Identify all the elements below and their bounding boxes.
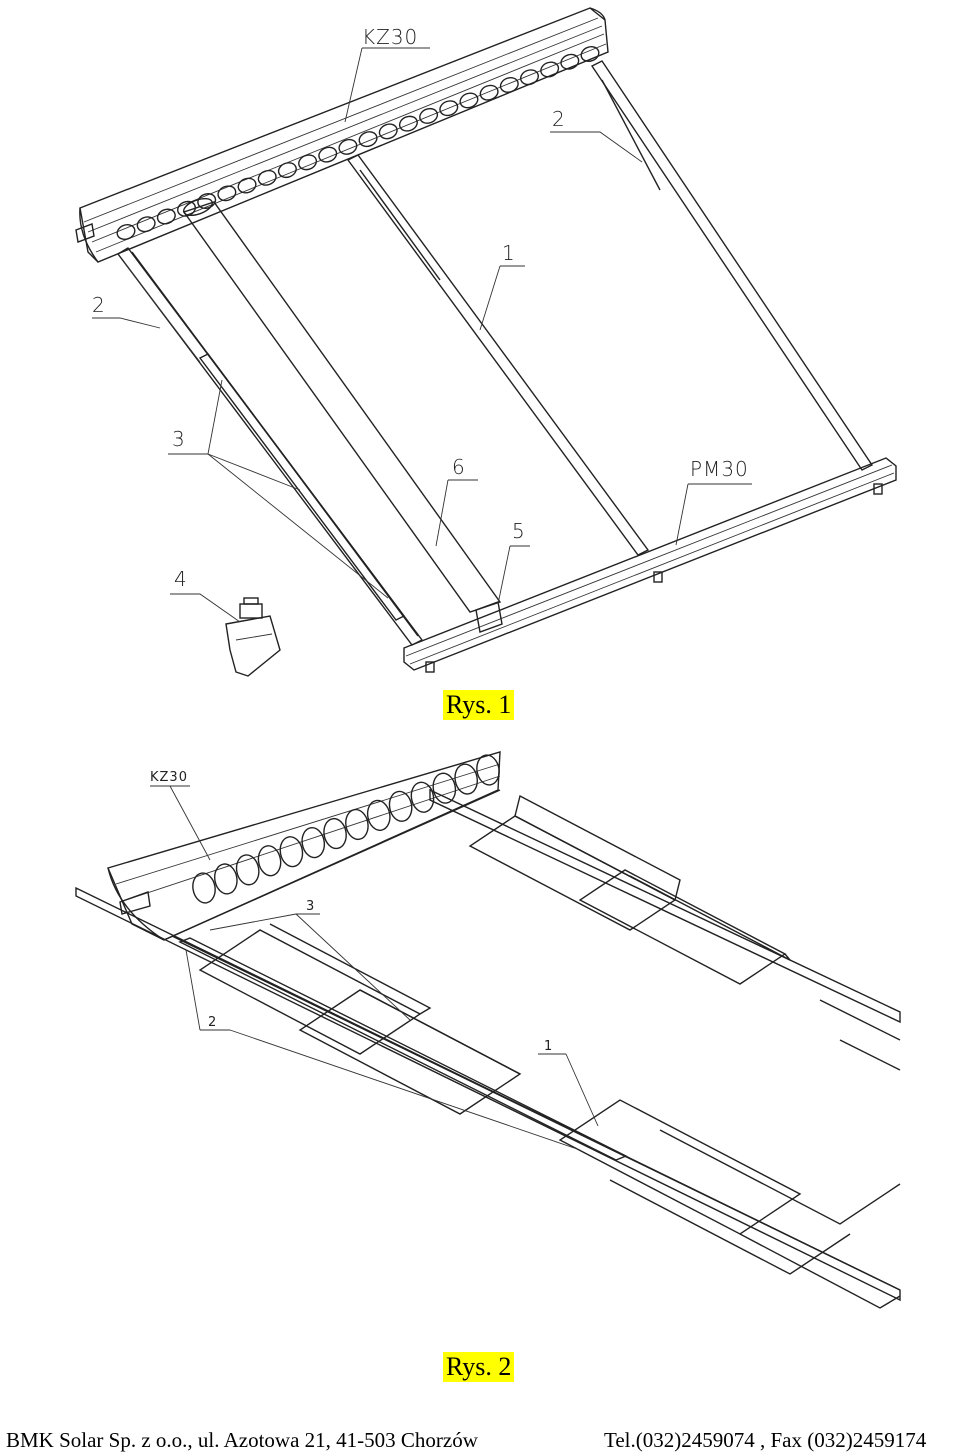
tube-socket	[580, 46, 600, 62]
tube-socket	[197, 193, 217, 210]
tube-socket	[116, 224, 136, 240]
tube-socket	[398, 115, 418, 132]
tube-socket	[454, 763, 478, 795]
label-5: 5	[512, 519, 526, 543]
label-1-fig2: 1	[544, 1039, 553, 1054]
vacuum-tube	[182, 197, 502, 613]
figure-1-drawing: KZ30 2 1 2 3 6 PM30 5 4	[75, 7, 897, 677]
tube-socket	[298, 154, 318, 171]
tube-socket	[388, 790, 413, 822]
figure-1-caption: Rys. 1	[443, 690, 515, 720]
tube-socket	[560, 53, 580, 70]
label-kz30-fig2: KZ30	[150, 770, 188, 785]
tube-socket	[519, 69, 539, 86]
tube-socket	[214, 863, 238, 895]
tube-socket	[459, 92, 479, 109]
tube-socket	[540, 61, 560, 78]
label-3-fig2: 3	[306, 899, 315, 914]
tube-socket	[419, 107, 439, 124]
tube-socket	[237, 177, 257, 194]
tube-socket	[217, 185, 237, 202]
tube-socket	[366, 799, 391, 831]
label-pm30: PM30	[690, 457, 749, 481]
label-2-left: 2	[92, 293, 106, 317]
label-2-fig2: 2	[208, 1015, 217, 1030]
manifold-kz30	[75, 7, 609, 263]
label-2-right: 2	[552, 107, 566, 131]
roof-tiles-fig2	[198, 794, 901, 1309]
label-6: 6	[452, 455, 466, 479]
tube-socket	[378, 123, 398, 140]
footer-contact: Tel.(032)2459074 , Fax (032)2459174	[604, 1428, 927, 1452]
tube-socket	[345, 808, 369, 841]
leader-lines-fig2	[150, 785, 599, 1151]
label-3: 3	[172, 427, 186, 451]
tube-socket	[318, 146, 338, 163]
tube-socket	[338, 138, 358, 155]
tube-socket	[499, 76, 519, 93]
label-1: 1	[502, 241, 516, 265]
tube-socket	[257, 169, 277, 186]
middle-rail	[346, 154, 650, 556]
tube-socket	[301, 827, 326, 859]
tube-socket	[257, 845, 282, 877]
tube-socket	[277, 162, 297, 179]
tube-socket	[358, 131, 378, 148]
tube-socket	[410, 781, 435, 813]
figure-2-drawing: KZ30 3 2 1	[75, 751, 901, 1309]
manifold-kz30-fig2	[107, 751, 501, 941]
tube-socket	[156, 208, 176, 225]
tube-socket	[439, 100, 459, 117]
label-4: 4	[174, 567, 188, 591]
mounting-bars-fig2	[75, 788, 901, 1302]
tube-socket	[479, 84, 499, 101]
footer-company: BMK Solar Sp. z o.o., ul. Azotowa 21, 41…	[6, 1428, 478, 1452]
part-4-clamp	[225, 597, 281, 677]
leader-lines-fig1	[92, 47, 752, 623]
tube-socket	[192, 872, 216, 904]
figure-2-caption: Rys. 2	[443, 1352, 515, 1382]
right-side-rail	[590, 60, 874, 471]
tube-socket	[279, 836, 304, 868]
tube-socket	[432, 772, 457, 804]
tube-socket	[323, 817, 347, 850]
tube-socket	[136, 216, 156, 233]
tube-socket	[235, 854, 260, 886]
tube-socket	[476, 754, 500, 786]
label-kz30: KZ30	[362, 25, 418, 49]
left-side-rail	[116, 247, 424, 646]
bottom-profile-pm30	[403, 457, 897, 673]
